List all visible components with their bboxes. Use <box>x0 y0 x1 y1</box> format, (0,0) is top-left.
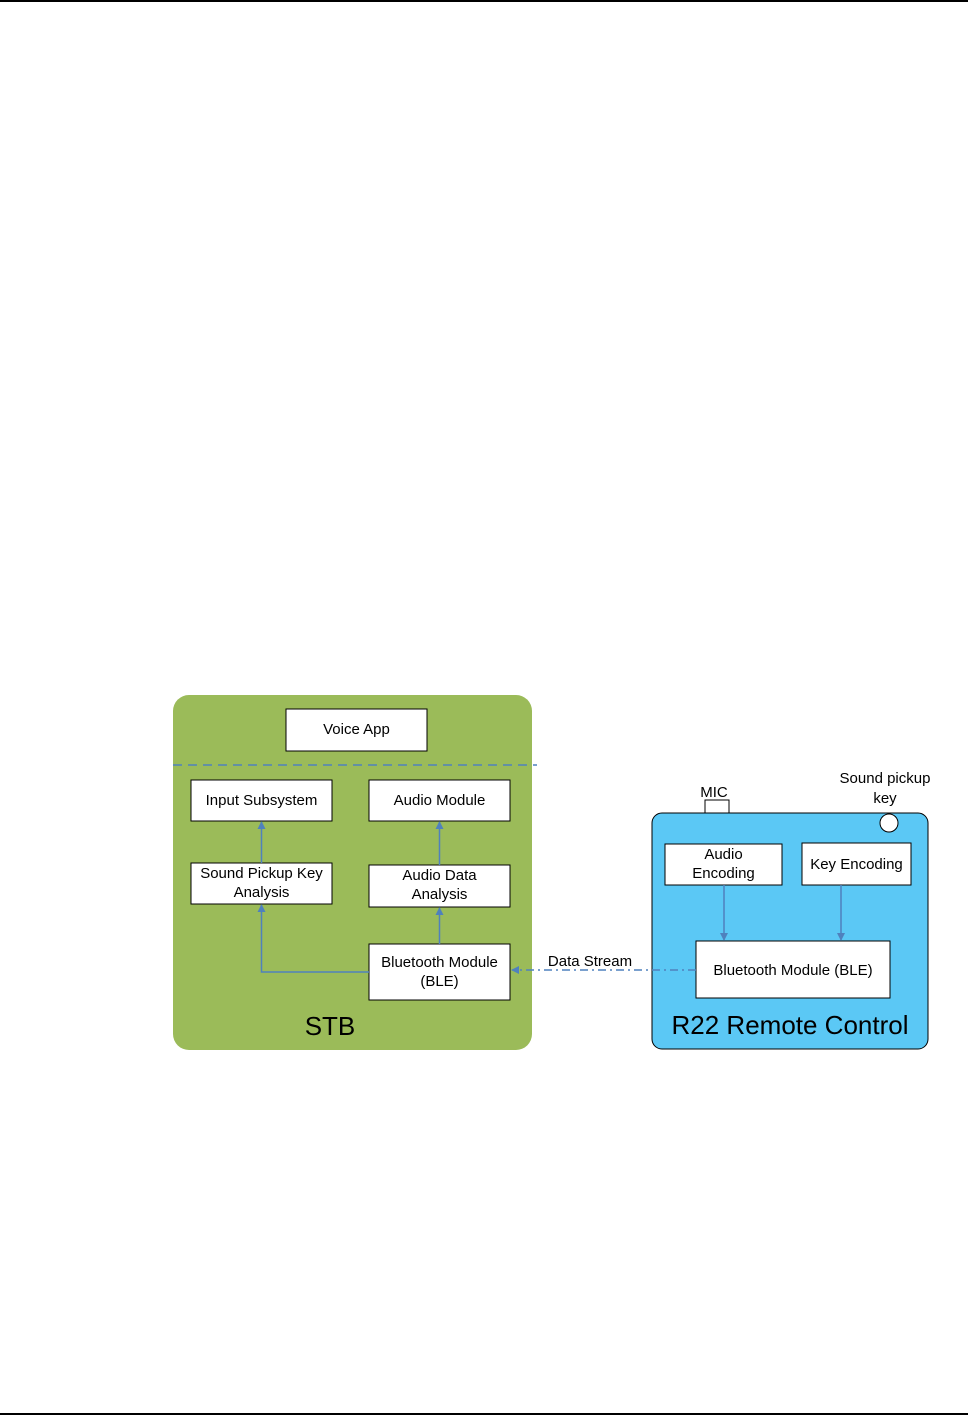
audio-module-box: Audio Module <box>369 780 510 821</box>
remote-title: R22 Remote Control <box>672 1010 909 1040</box>
svg-text:Analysis: Analysis <box>234 884 290 901</box>
audio-encoding-box: Audio Encoding <box>665 844 782 885</box>
voice-app-box: Voice App <box>286 709 427 751</box>
remote-control-container: MIC Sound pickup key Audio Encoding Key … <box>652 770 930 1049</box>
svg-text:Audio: Audio <box>704 846 742 863</box>
svg-text:Voice App: Voice App <box>323 721 390 738</box>
remote-bluetooth-module-box: Bluetooth Module (BLE) <box>696 941 890 998</box>
sound-pickup-key-label-line2: key <box>873 790 897 807</box>
sound-pickup-key-label: Sound pickup <box>840 770 931 787</box>
svg-text:Analysis: Analysis <box>412 886 468 903</box>
audio-data-analysis-box: Audio Data Analysis <box>369 865 510 907</box>
svg-text:Sound Pickup Key: Sound Pickup Key <box>200 865 323 882</box>
stb-title: STB <box>305 1011 356 1041</box>
sound-pickup-key-analysis-box: Sound Pickup Key Analysis <box>191 863 332 904</box>
svg-text:Bluetooth Module (BLE): Bluetooth Module (BLE) <box>713 962 872 979</box>
sound-pickup-key-icon <box>880 814 898 832</box>
svg-text:Key Encoding: Key Encoding <box>810 856 903 873</box>
svg-text:Encoding: Encoding <box>692 865 755 882</box>
stb-container: Voice App Input Subsystem Audio Module S… <box>173 695 537 1050</box>
key-encoding-box: Key Encoding <box>802 843 911 885</box>
svg-text:Audio Module: Audio Module <box>394 792 486 809</box>
svg-text:Audio Data: Audio Data <box>402 867 477 884</box>
data-stream-label: Data Stream <box>548 953 632 970</box>
stb-bluetooth-module-box: Bluetooth Module (BLE) <box>369 944 510 1000</box>
input-subsystem-box: Input Subsystem <box>191 780 332 821</box>
mic-icon <box>705 800 729 814</box>
svg-text:(BLE): (BLE) <box>420 973 458 990</box>
svg-text:Input Subsystem: Input Subsystem <box>206 792 318 809</box>
svg-text:Bluetooth Module: Bluetooth Module <box>381 954 498 971</box>
mic-label: MIC <box>700 784 728 801</box>
